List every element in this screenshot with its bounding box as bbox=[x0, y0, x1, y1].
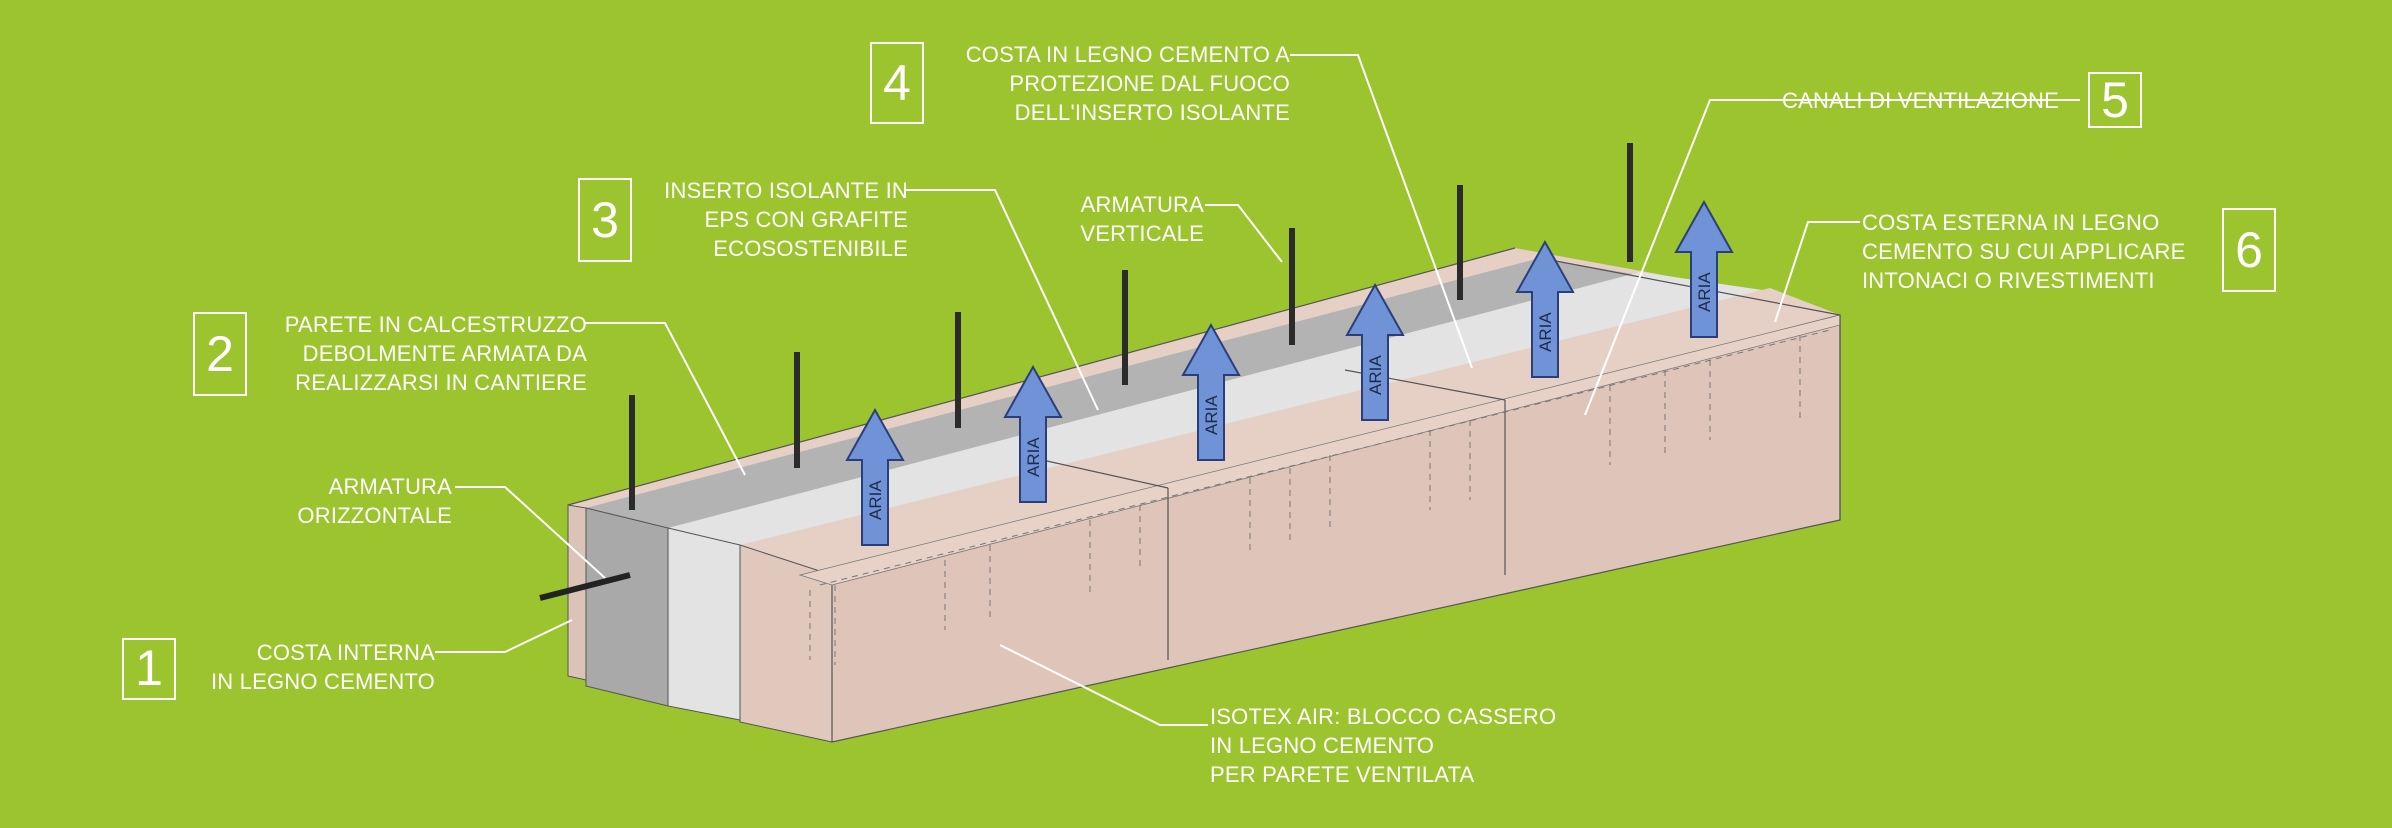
number-4: 4 bbox=[870, 42, 924, 124]
label-parete: PARETE IN CALCESTRUZZO DEBOLMENTE ARMATA… bbox=[284, 312, 587, 395]
air-arrow: ARIA bbox=[1003, 364, 1063, 503]
air-arrows: ARIA ARIA ARIA ARIA ARIA ARIA bbox=[845, 199, 1734, 546]
number-2: 2 bbox=[193, 312, 247, 396]
number-1: 1 bbox=[122, 638, 176, 700]
number-3: 3 bbox=[578, 178, 632, 262]
svg-text:ARIA: ARIA bbox=[1366, 355, 1385, 395]
label-costa-interna: COSTA INTERNA IN LEGNO CEMENTO bbox=[210, 640, 435, 694]
label-costa-fuoco: COSTA IN LEGNO CEMENTO A PROTEZIONE DAL … bbox=[965, 42, 1290, 125]
label-costa-esterna: COSTA ESTERNA IN LEGNO CEMENTO SU CUI AP… bbox=[1862, 210, 2186, 293]
label-canali: CANALI DI VENTILAZIONE bbox=[1782, 88, 2060, 113]
horizontal-rebar bbox=[539, 572, 631, 601]
air-arrow: ARIA bbox=[1181, 322, 1241, 461]
wall-front bbox=[567, 504, 833, 743]
vertical-rebars bbox=[629, 143, 1633, 510]
leader-lines bbox=[435, 54, 2080, 726]
number-5: 5 bbox=[2088, 72, 2142, 128]
outer-face bbox=[798, 314, 1841, 743]
number-6: 6 bbox=[2222, 208, 2276, 292]
svg-text:ARIA: ARIA bbox=[1536, 312, 1555, 352]
air-arrow: ARIA bbox=[1674, 199, 1734, 338]
svg-text:ARIA: ARIA bbox=[1024, 437, 1043, 477]
svg-text:ARIA: ARIA bbox=[1202, 395, 1221, 435]
air-arrow: ARIA bbox=[1515, 239, 1575, 378]
label-inserto: INSERTO ISOLANTE IN EPS CON GRAFITE ECOS… bbox=[664, 178, 908, 261]
label-isotex: ISOTEX AIR: BLOCCO CASSERO IN LEGNO CEME… bbox=[1210, 704, 1557, 787]
svg-text:ARIA: ARIA bbox=[866, 480, 885, 520]
label-armatura-verticale: ARMATURA VERTICALE bbox=[1080, 192, 1204, 246]
air-arrow: ARIA bbox=[1345, 282, 1405, 421]
air-arrow: ARIA bbox=[845, 407, 905, 546]
label-armatura-orizzontale: ARMATURA ORIZZONTALE bbox=[297, 474, 452, 528]
svg-text:ARIA: ARIA bbox=[1695, 272, 1714, 312]
